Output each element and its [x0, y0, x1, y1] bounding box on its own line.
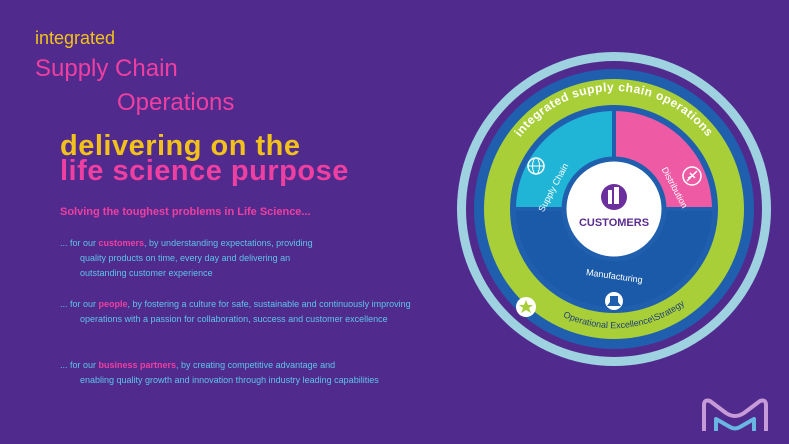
paragraph-people: ... for our people, by fostering a cultu… [60, 297, 411, 327]
paragraph-line2: enabling quality growth and innovation t… [80, 375, 379, 385]
paragraph-business-partners: ... for our business partners, by creati… [60, 358, 379, 388]
star-icon [516, 297, 536, 317]
paragraph-prefix: ... for our [60, 299, 99, 309]
center-label: CUSTOMERS [579, 217, 649, 229]
paragraph-line3: outstanding customer experience [80, 268, 213, 278]
highlight-customers: customers [98, 238, 145, 248]
paragraph-line1: , by understanding expectations, providi… [144, 238, 313, 248]
supply-chain-diagram: CUSTOMERS Supply Chain Distribution Manu… [457, 52, 771, 366]
headline-line-2: life science purpose [60, 155, 349, 187]
header-supply-chain: Supply Chain [35, 55, 178, 82]
paragraph-line1: , by creating competitive advantage and [176, 360, 336, 370]
paragraph-customers: ... for our customers, by understanding … [60, 236, 313, 281]
header-operations: Operations [117, 89, 235, 116]
airplane-icon [682, 166, 702, 186]
headline-line-1: delivering on the [60, 130, 301, 162]
paragraph-prefix: ... for our [60, 238, 99, 248]
building-icon [601, 184, 627, 210]
paragraph-line1: , by fostering a culture for safe, susta… [127, 299, 411, 309]
highlight-business-partners: business partners [98, 360, 177, 370]
paragraph-line2: quality products on time, every day and … [80, 253, 291, 263]
globe-icon [527, 157, 545, 175]
paragraph-line2: operations with a passion for collaborat… [80, 314, 388, 324]
lead-text: Solving the toughest problems in Life Sc… [60, 206, 311, 218]
highlight-people: people [98, 299, 128, 309]
company-logo-icon [702, 398, 768, 431]
paragraph-prefix: ... for our [60, 360, 99, 370]
header-integrated: integrated [35, 28, 116, 48]
flask-icon [605, 292, 623, 310]
